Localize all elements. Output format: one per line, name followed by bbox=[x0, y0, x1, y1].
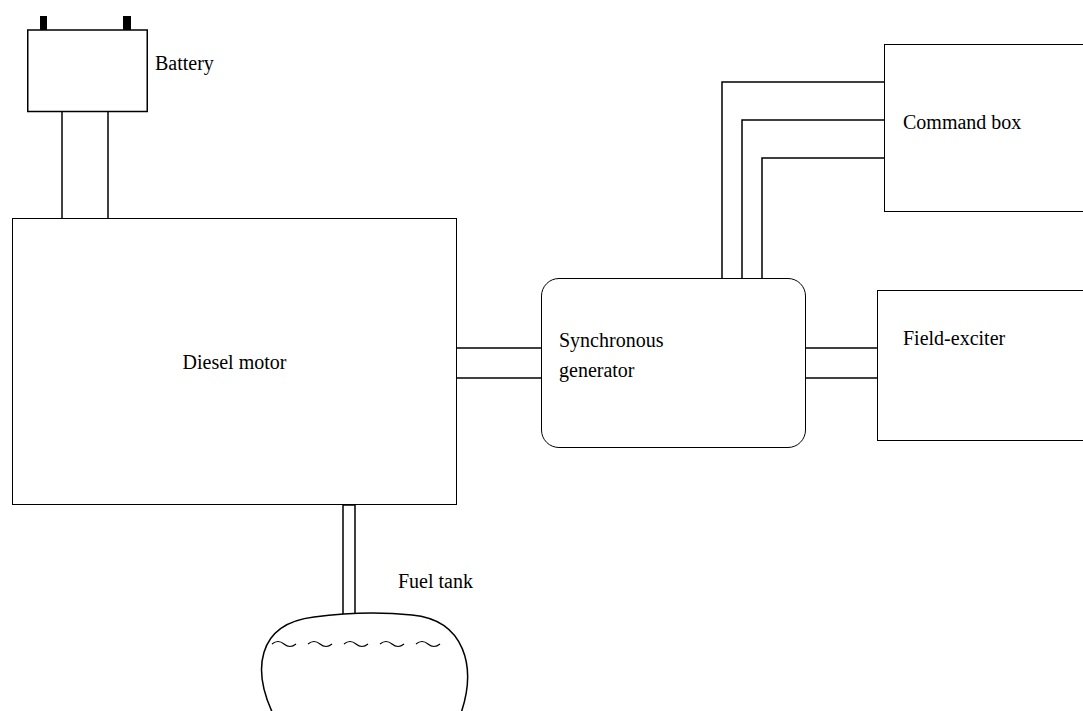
command-box: Command box bbox=[884, 44, 1083, 212]
node-label: Diesel motor bbox=[183, 347, 287, 377]
connector-line bbox=[742, 120, 884, 278]
node-label: Synchronous generator bbox=[559, 325, 709, 385]
generator-box: Synchronous generator bbox=[541, 278, 806, 448]
battery-box: Battery bbox=[27, 16, 257, 112]
connector-line bbox=[806, 347, 877, 349]
diesel-motor-box: Diesel motor bbox=[12, 218, 457, 505]
field-exciter-box: Field-exciter bbox=[877, 290, 1083, 441]
connector-line bbox=[107, 112, 109, 218]
node-label: Field-exciter bbox=[903, 323, 1005, 353]
fuel-tank: Fuel tank bbox=[252, 566, 482, 711]
connector-line bbox=[457, 347, 541, 349]
node-label: Fuel tank bbox=[398, 566, 473, 596]
node-label: Command box bbox=[903, 107, 1021, 137]
connector-line bbox=[762, 158, 884, 278]
connector-line bbox=[806, 377, 877, 379]
connector-line bbox=[457, 377, 541, 379]
node-label: Battery bbox=[155, 48, 214, 78]
connector-line bbox=[722, 82, 884, 278]
battery-symbol bbox=[27, 16, 257, 112]
connector-line bbox=[61, 112, 63, 218]
